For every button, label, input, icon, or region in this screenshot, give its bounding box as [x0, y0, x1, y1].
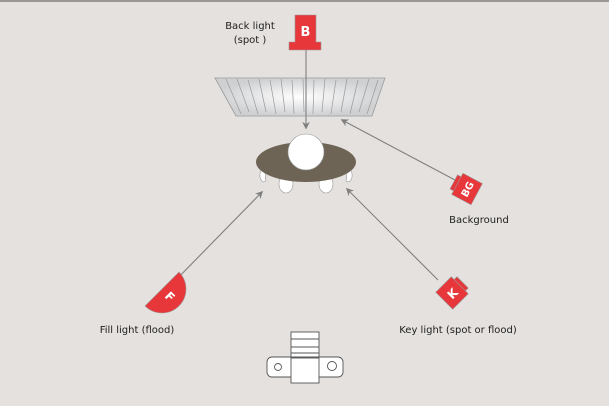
background-light-arrow	[340, 119, 456, 181]
background-backdrop	[214, 77, 386, 117]
back-light-letter: B	[301, 25, 311, 40]
background-label: Background	[449, 215, 509, 226]
key-light[interactable]: K	[435, 274, 471, 310]
back-light-label: Back light	[225, 21, 275, 32]
back-light[interactable]: B	[288, 14, 322, 51]
camera-icon	[266, 331, 344, 384]
fill-light-label: Fill light (flood)	[100, 325, 175, 336]
key-light-label: Key light (spot or flood)	[399, 325, 517, 336]
key-light-arrow	[345, 187, 439, 281]
back-light-sublabel: (spot )	[234, 35, 267, 46]
subject-figure	[256, 133, 356, 194]
fill-light-arrow	[169, 190, 264, 287]
background-light[interactable]: BG	[448, 171, 483, 206]
fill-light[interactable]: F	[144, 271, 196, 323]
